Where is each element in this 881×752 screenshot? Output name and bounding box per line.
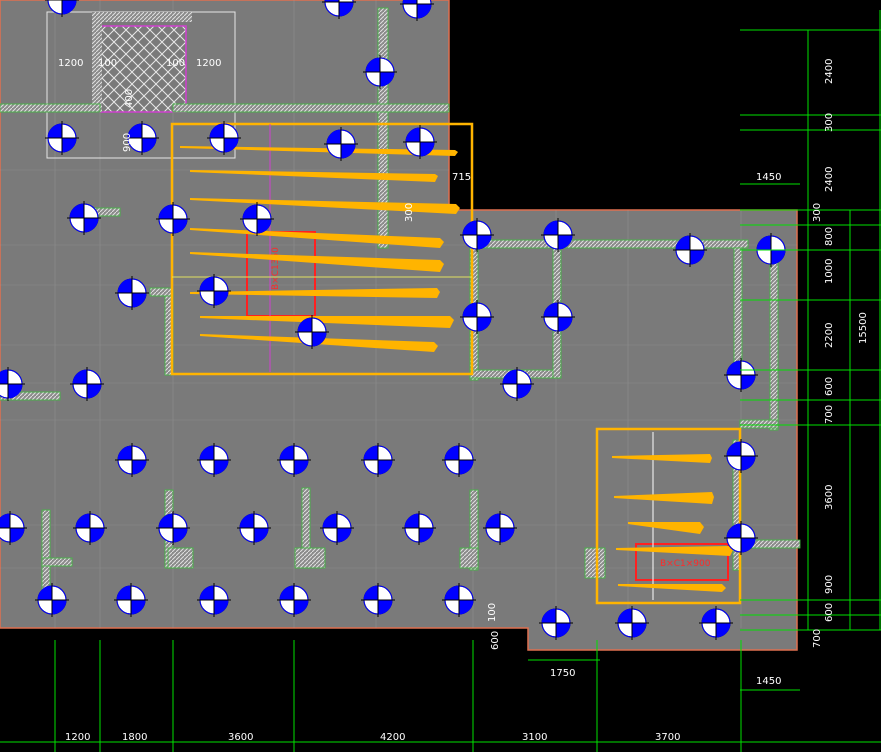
- survey-marker-icon: [45, 0, 79, 17]
- survey-marker-icon: [115, 443, 149, 477]
- dim-r-2400-b: 2400: [824, 167, 835, 192]
- dim-r-900: 900: [824, 575, 835, 594]
- survey-marker-icon: [361, 583, 395, 617]
- pit-dim-100-right: 100: [166, 58, 185, 69]
- survey-marker-icon: [0, 511, 27, 545]
- pit-wall: [92, 12, 102, 112]
- dim-r-2400-a: 2400: [824, 59, 835, 84]
- survey-marker-icon: [197, 583, 231, 617]
- survey-marker-icon: [539, 606, 573, 640]
- survey-marker-icon: [400, 0, 434, 21]
- dim-100-step: 100: [487, 603, 498, 622]
- dim-4200: 4200: [380, 732, 405, 743]
- survey-marker-icon: [114, 583, 148, 617]
- survey-marker-icon: [237, 511, 271, 545]
- dim-r-300-a: 300: [824, 113, 835, 132]
- pit-dim-100-left: 100: [98, 58, 117, 69]
- survey-marker-icon: [322, 0, 356, 19]
- survey-marker-icon: [500, 367, 534, 401]
- survey-marker-icon: [207, 121, 241, 155]
- survey-marker-icon: [115, 276, 149, 310]
- dim-r-700: 700: [824, 405, 835, 424]
- survey-marker-icon: [541, 300, 575, 334]
- pit-hatch: [99, 25, 187, 113]
- survey-marker-icon: [699, 606, 733, 640]
- survey-marker-icon: [615, 606, 649, 640]
- dim-3700: 3700: [655, 732, 680, 743]
- dim-r-1000: 1000: [824, 259, 835, 284]
- dim-r-600-b: 600: [824, 603, 835, 622]
- dimension-bottom: [0, 183, 881, 752]
- dim-3600: 3600: [228, 732, 253, 743]
- survey-marker-icon: [724, 439, 758, 473]
- survey-marker-icon: [324, 127, 358, 161]
- survey-marker-icon: [483, 511, 517, 545]
- survey-marker-icon: [460, 300, 494, 334]
- pit-wall: [92, 12, 192, 22]
- beam-box-lower: [635, 543, 729, 581]
- dim-900-left: 900: [122, 133, 133, 152]
- survey-marker-icon: [70, 367, 104, 401]
- dim-1800: 1800: [122, 732, 147, 743]
- dim-3100: 3100: [522, 732, 547, 743]
- dim-1750: 1750: [550, 668, 575, 679]
- survey-marker-icon: [442, 583, 476, 617]
- survey-marker-icon: [35, 583, 69, 617]
- bottom-dim-labels: 1200 1800 3600 4200 3100 3700: [65, 732, 680, 743]
- survey-marker-icon: [460, 218, 494, 252]
- survey-marker-icon: [442, 443, 476, 477]
- survey-marker-icon: [295, 315, 329, 349]
- beam-label-lower: B×C1×900: [660, 559, 711, 569]
- survey-marker-icon: [197, 274, 231, 308]
- pit-dim-labels: 1200 100 100 1200: [58, 58, 221, 69]
- survey-marker-icon: [67, 201, 101, 235]
- survey-marker-icon: [45, 121, 79, 155]
- survey-marker-icon: [0, 367, 25, 401]
- dimension-right: [807, 10, 881, 630]
- highlight-box-upper: [170, 122, 474, 376]
- right-dim-labels: 2400 300 2400 300 800 1000 2200 600 700 …: [812, 59, 869, 622]
- survey-marker-icon: [363, 55, 397, 89]
- dim-r-600-a: 600: [824, 377, 835, 396]
- dim-715: 715: [452, 172, 471, 183]
- survey-marker-icon: [541, 218, 575, 252]
- dim-1450-bottom: 1450: [756, 676, 781, 687]
- survey-marker-icon: [156, 511, 190, 545]
- survey-marker-icon: [240, 202, 274, 236]
- survey-marker-icon: [73, 511, 107, 545]
- dim-r-2200: 2200: [824, 323, 835, 348]
- dimension-ticks-right: [740, 29, 881, 631]
- survey-marker-icon: [125, 121, 159, 155]
- survey-marker-icon: [277, 583, 311, 617]
- survey-marker-icon: [320, 511, 354, 545]
- dim-1450-top: 1450: [756, 172, 781, 183]
- survey-marker-icon: [724, 358, 758, 392]
- dim-r-3600: 3600: [824, 485, 835, 510]
- survey-marker-icon: [156, 202, 190, 236]
- dim-r-300-b: 300: [812, 203, 823, 222]
- dim-1200: 1200: [65, 732, 90, 743]
- pit-dim-1200-left: 1200: [58, 58, 83, 69]
- dim-400-pit: 400: [124, 89, 135, 108]
- arrows-lower: [612, 454, 733, 592]
- survey-marker-icon: [403, 125, 437, 159]
- survey-marker-icon: [673, 233, 707, 267]
- survey-marker-icon: [197, 443, 231, 477]
- beam-label-upper: B×C1350: [271, 247, 281, 290]
- dim-300: 300: [404, 203, 415, 222]
- dim-r-800: 800: [824, 227, 835, 246]
- highlight-box-lower: [595, 427, 742, 605]
- dim-total-15500: 15500: [858, 312, 869, 344]
- survey-marker-icon: [402, 511, 436, 545]
- survey-marker-icon: [277, 443, 311, 477]
- dim-600-step: 600: [490, 631, 501, 650]
- survey-marker-icon: [361, 443, 395, 477]
- pit-dim-1200-right: 1200: [196, 58, 221, 69]
- survey-marker-icon: [724, 521, 758, 555]
- dim-700-right: 700: [812, 629, 823, 648]
